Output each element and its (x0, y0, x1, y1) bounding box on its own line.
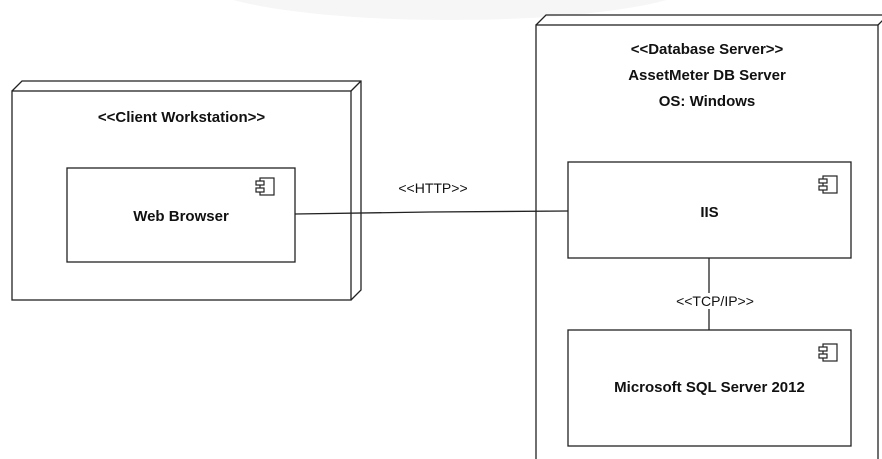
http-connector-label: <<HTTP>> (398, 180, 468, 196)
iis-label: IIS (700, 204, 719, 221)
component-icon (818, 343, 838, 362)
database-server-name: AssetMeter DB Server (628, 67, 786, 84)
component-icon (818, 175, 838, 194)
component-icon (255, 177, 275, 196)
client-workstation-stereotype: <<Client Workstation>> (97, 109, 266, 126)
tcp-connector-label: <<TCP/IP>> (672, 293, 758, 309)
web-browser-label: Web Browser (133, 208, 229, 225)
sql-server-component[interactable] (567, 329, 852, 447)
database-server-os: OS: Windows (658, 93, 756, 110)
sql-server-label: Microsoft SQL Server 2012 (614, 379, 805, 396)
http-connection-line (294, 210, 569, 215)
database-server-stereotype: <<Database Server>> (630, 41, 784, 58)
